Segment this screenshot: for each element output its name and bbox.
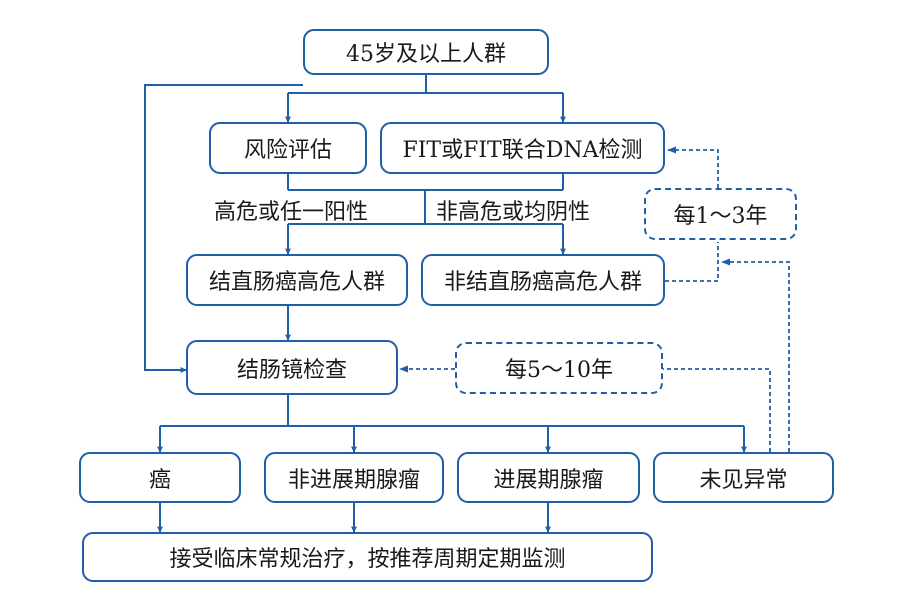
cancer-label: 癌 (148, 467, 171, 493)
non-advanced-adenoma-label: 非进展期腺瘤 (287, 467, 420, 493)
risk-assessment-label: 风险评估 (243, 138, 332, 163)
risk-assessment-node: 风险评估 (209, 122, 367, 174)
interval-1-3-years-label: 每1～3年 (673, 204, 768, 229)
dashed-interval-to-fit-test (667, 146, 719, 188)
non-high-risk-node: 非结直肠癌高危人群 (421, 254, 665, 306)
interval-1-3-years: 每1～3年 (644, 188, 797, 240)
treatment-node: 接受临床常规治疗，按推荐周期定期监测 (82, 532, 653, 582)
cancer-node: 癌 (79, 452, 241, 503)
fit-test-label: FIT或FIT联合DNA检测 (402, 138, 643, 163)
dashed-non-high-risk-to-interval (665, 242, 719, 282)
start-node-label: 45岁及以上人群 (346, 42, 506, 67)
non-high-risk-label: 非结直肠癌高危人群 (443, 270, 642, 295)
colonoscopy-node: 结肠镜检查 (186, 340, 398, 395)
interval-5-10-years: 每5～10年 (455, 342, 663, 394)
dashed-no-abnormality-to-interval (721, 258, 790, 452)
dashed-no-abnormality-to-long-interval (663, 368, 771, 452)
treatment-label: 接受临床常规治疗，按推荐周期定期监测 (169, 547, 566, 572)
colonoscopy-label: 结肠镜检查 (236, 357, 347, 383)
high-risk-node: 结直肠癌高危人群 (186, 254, 408, 306)
interval-5-10-years-label: 每5～10年 (505, 358, 613, 383)
non-advanced-adenoma-node: 非进展期腺瘤 (264, 452, 444, 503)
high-risk-label: 结直肠癌高危人群 (208, 270, 385, 295)
fit-test-node: FIT或FIT联合DNA检测 (380, 122, 665, 174)
advanced-adenoma-label: 进展期腺瘤 (493, 467, 604, 493)
start-node: 45岁及以上人群 (303, 29, 549, 75)
advanced-adenoma-node: 进展期腺瘤 (457, 452, 640, 503)
edge-label-non-high-or-negative: 非高危或均阴性 (436, 200, 591, 225)
arrow-start-to-colonoscopy (144, 84, 303, 373)
edge-label-high-or-positive: 高危或任一阳性 (214, 200, 369, 225)
no-abnormality-label: 未见异常 (699, 467, 788, 493)
no-abnormality-node: 未见异常 (653, 452, 834, 503)
